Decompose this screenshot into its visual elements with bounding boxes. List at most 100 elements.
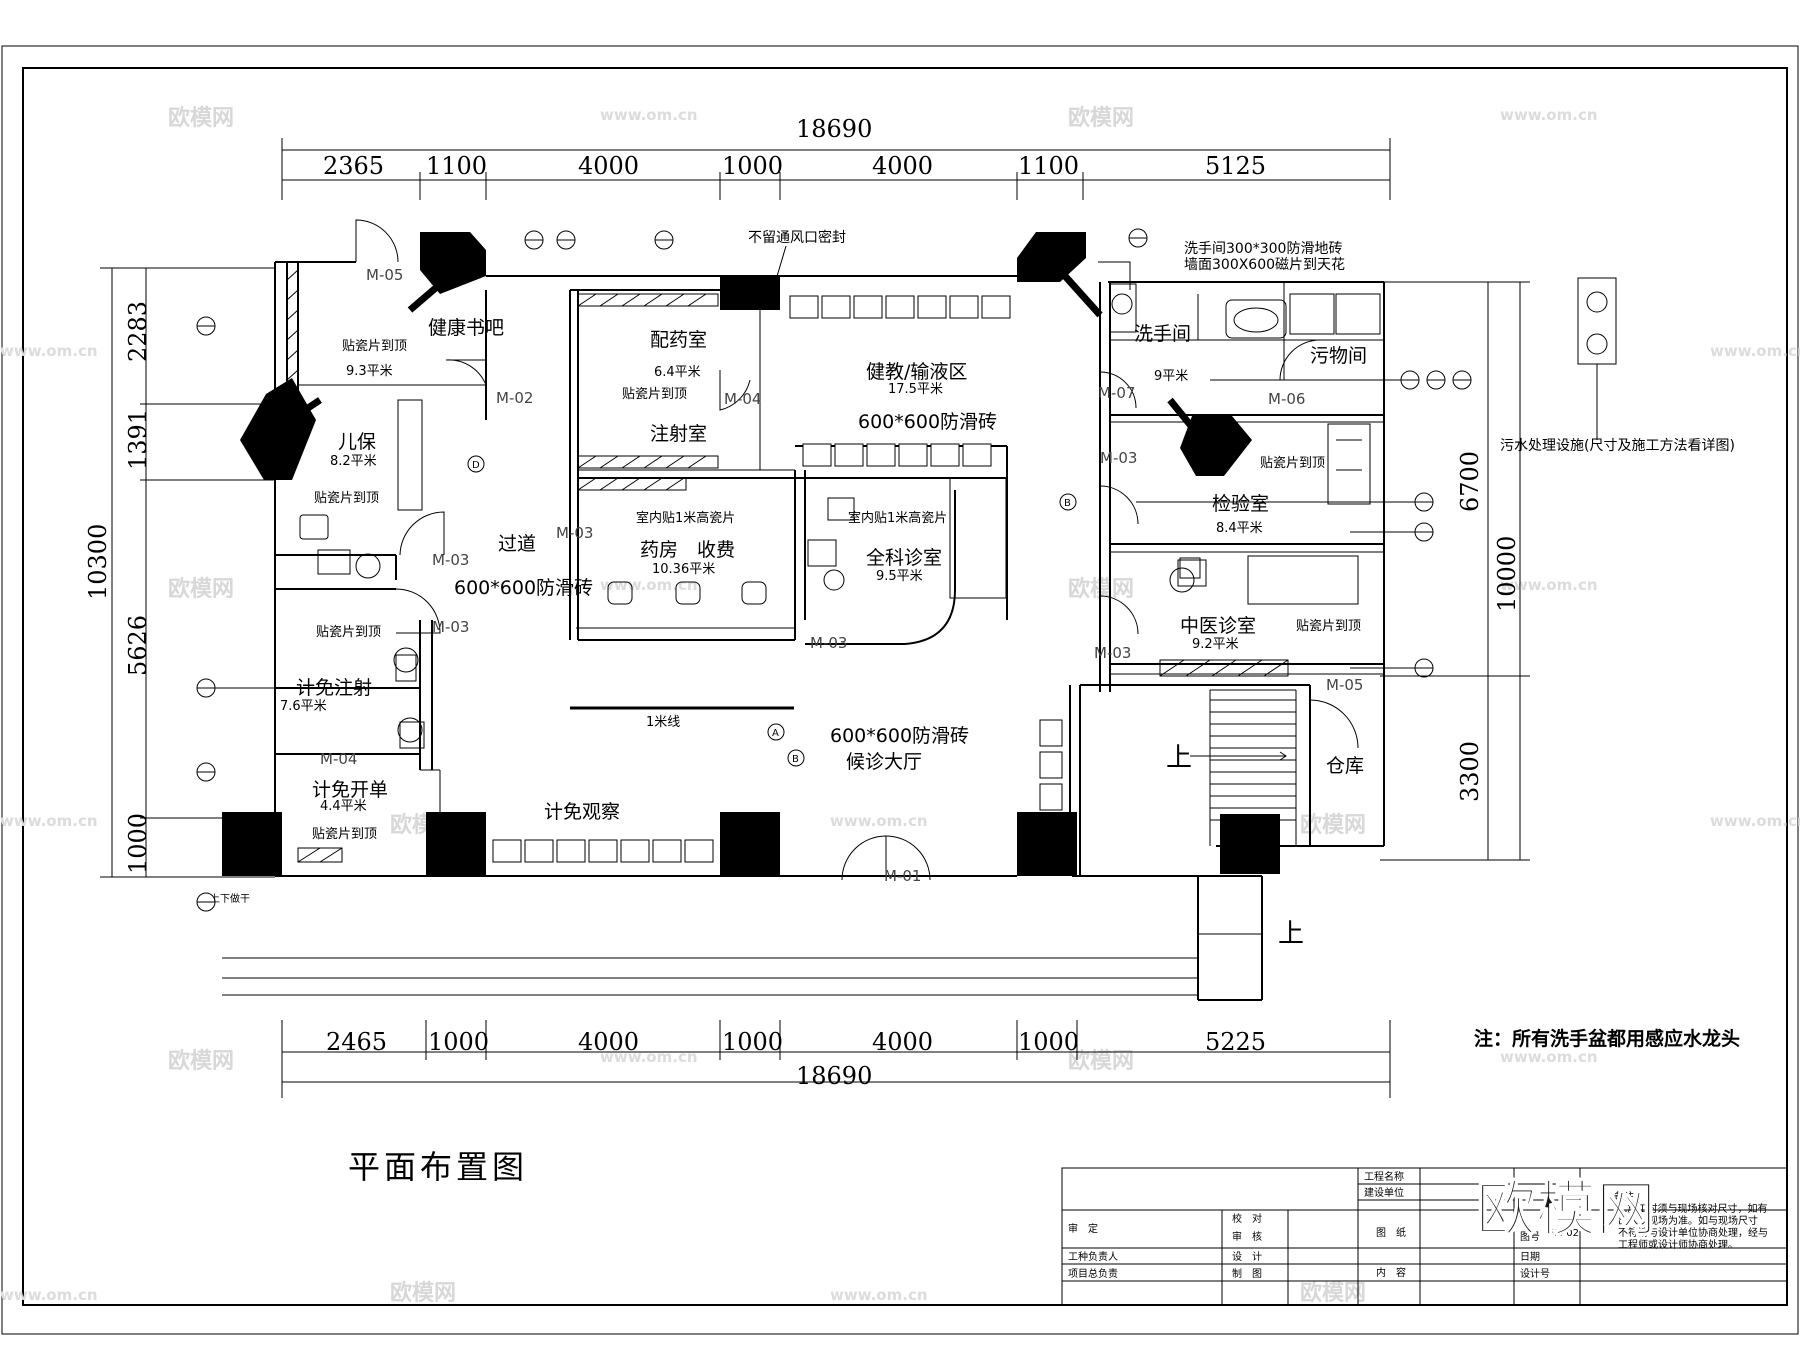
door-label: M-01 [884, 867, 921, 885]
furniture [299, 261, 1381, 749]
room-area: 9平米 [1154, 369, 1188, 384]
room-name: 儿保 [338, 431, 376, 453]
room-area: 9.2平米 [1192, 637, 1239, 652]
top-dim-total: 18690 [796, 115, 872, 143]
watermark-url: www.om.cn [1710, 342, 1800, 360]
bottom-dim-seg: 4000 [872, 1028, 933, 1056]
room-finish: 贴瓷片到顶 [312, 827, 377, 842]
brand-logo: 欧模网 [1476, 1175, 1656, 1245]
pharmacy-stools [576, 581, 795, 629]
storage-stairs [1190, 689, 1297, 846]
sheet-outer-border [1, 45, 1799, 1335]
bottom-dim-seg: 1000 [1018, 1028, 1079, 1056]
door-label: M-03 [432, 551, 469, 569]
door-label: M-05 [1326, 676, 1363, 694]
annotations: 不留通风口密封 污水处理设施(尺寸及施工方法看详图) 注：所有洗手盆都用感应水龙… [210, 229, 1740, 1050]
title-block-cell: 图号 [1520, 1231, 1540, 1243]
sink-note: 注：所有洗手盆都用感应水龙头 [1474, 1027, 1740, 1050]
watermark-logo: 欧模网 [1300, 812, 1366, 838]
upper-lower-note: 上下做干 [210, 892, 250, 905]
stairs-up-label: 上 [1166, 743, 1192, 773]
remark-label: 备注 [1614, 1190, 1634, 1203]
room-floor: 600*600防滑砖 [858, 411, 997, 433]
room-area: 8.4平米 [1216, 521, 1263, 536]
room-finish: 贴瓷片到顶 [622, 387, 687, 402]
title-block-cell: 项目总负责 [1068, 1267, 1118, 1280]
door-label: M-03 [1100, 449, 1137, 467]
room-finish: 贴瓷片到顶 [342, 339, 407, 354]
drawing-number: PM-02 [1548, 1228, 1579, 1239]
door-label: M-02 [496, 389, 533, 407]
room-name: 中医诊室 [1180, 615, 1256, 637]
watermark-logo: 欧模网 [168, 576, 234, 602]
section-mark: A [772, 728, 779, 739]
right-dim-total: 10000 [1493, 536, 1521, 612]
room-area: 9.5平米 [876, 569, 923, 584]
title-block-cell: 设计号 [1520, 1267, 1550, 1280]
column-brace [288, 397, 322, 423]
column-brace [1062, 273, 1103, 318]
room-finish: 贴瓷片到顶 [314, 491, 379, 506]
room-area: 6.4平米 [654, 365, 701, 380]
watermark-url: www.om.cn [0, 812, 98, 830]
section-mark: B [1064, 498, 1071, 509]
detail-callouts [196, 228, 1472, 912]
room-name: 全科诊室 [866, 547, 942, 569]
title-block-cell: 工程名称 [1364, 1170, 1404, 1183]
left-dim-seg: 1391 [124, 409, 152, 470]
right-dim-seg: 6700 [1456, 451, 1484, 512]
watermark-url: www.om.cn [1500, 1048, 1598, 1066]
watermark-logo: 欧模网 [168, 1048, 234, 1074]
watermark-logo: 欧模网 [1068, 576, 1134, 602]
door-label: M-04 [320, 750, 357, 768]
column-brace [1167, 397, 1199, 435]
door-label: M-03 [1094, 644, 1131, 662]
column [1220, 814, 1280, 874]
room-area: 7.6平米 [280, 699, 327, 714]
room-finish: 贴瓷片到顶 [1296, 619, 1361, 634]
title-block-cell: 制 图 [1232, 1267, 1262, 1280]
drawing-title: 平面布置图 [348, 1148, 528, 1186]
room-area: 9.3平米 [346, 364, 393, 379]
watermark-logo: 欧模网 [1300, 1280, 1366, 1306]
section-mark: D [472, 460, 480, 471]
remark-line: 工程师或设计师协商处理。 [1618, 1238, 1738, 1251]
room-area: 17.5平米 [888, 382, 943, 397]
watermark-url: www.om.cn [1710, 812, 1800, 830]
room-area: 8.2平米 [330, 454, 377, 469]
watermark-url: www.om.cn [0, 1286, 98, 1304]
sewage-note: 污水处理设施(尺寸及施工方法看详图) [1500, 438, 1735, 454]
top-dim-seg: 2365 [323, 152, 384, 180]
infusion-chairs [789, 295, 1011, 467]
observation-chairs [492, 719, 1063, 863]
door-label: M-03 [810, 634, 847, 652]
watermark-logo: 欧模网 [1068, 105, 1134, 131]
title-block: 审 定 工种负责人 项目总负责 校 对 审 核 设 计 制 图 工程名称 建设单… [1061, 1167, 1788, 1306]
watermark-url: www.om.cn [1500, 576, 1598, 594]
title-block-cell: 日期 [1520, 1251, 1540, 1263]
watermark-url: www.om.cn [0, 342, 98, 360]
door-label: M-04 [724, 390, 761, 408]
room-name: 健教/输液区 [866, 361, 967, 383]
watermark-url: www.om.cn [830, 1286, 928, 1304]
section-mark: B [792, 754, 799, 765]
title-block-cell: 内 容 [1376, 1266, 1406, 1279]
top-dim-seg: 1100 [426, 152, 487, 180]
room-finish: 室内贴1米高瓷片 [636, 510, 735, 526]
top-dim-seg: 5125 [1205, 152, 1266, 180]
bottom-dim-seg: 2465 [326, 1028, 387, 1056]
door-label: M-06 [1268, 390, 1305, 408]
column [720, 812, 780, 876]
watermark-url: www.om.cn [600, 106, 698, 124]
right-dimension-chain: 6700 3300 10000 [1380, 281, 1530, 861]
room-name: 检验室 [1212, 493, 1269, 515]
stairs-up-label: 上 [1278, 919, 1304, 949]
watermark-logo: 欧模网 [390, 1280, 456, 1306]
left-dim-total: 10300 [84, 524, 112, 600]
door-swings [355, 219, 1359, 881]
watermark-url: www.om.cn [1500, 106, 1598, 124]
room-name: 计免观察 [544, 801, 620, 823]
remark-line: 出入以现场为准。如与现场尺寸 [1618, 1214, 1758, 1227]
room-finish: 贴瓷片到顶 [316, 625, 381, 640]
